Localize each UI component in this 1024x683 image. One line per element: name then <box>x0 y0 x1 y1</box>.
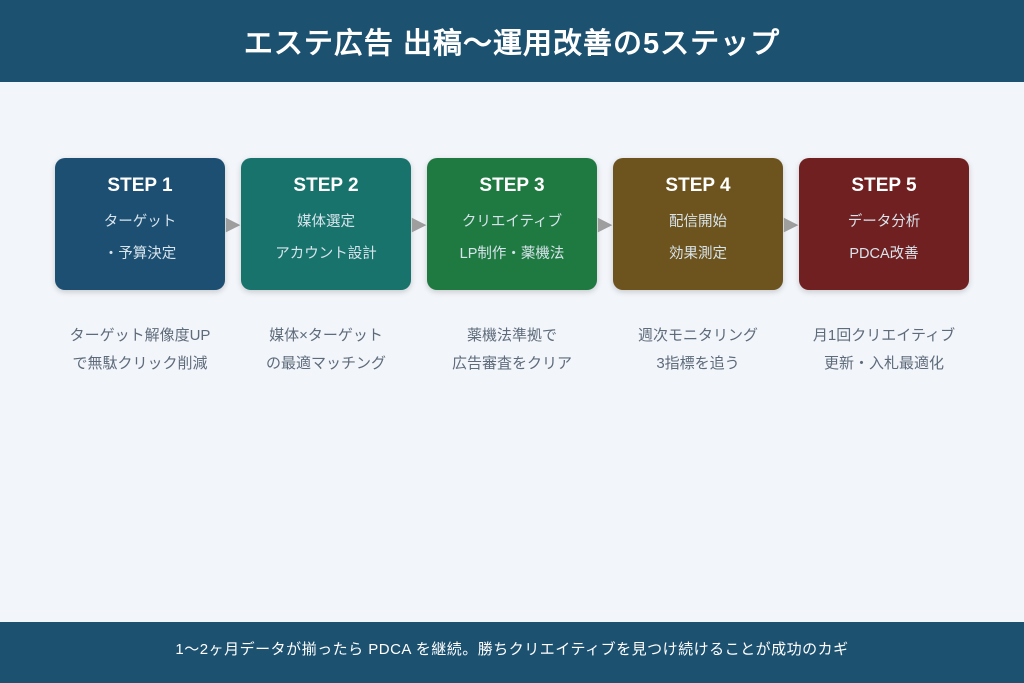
note-line-1: 媒体×ターゲット <box>269 327 383 344</box>
note-line-1: 月1回クリエイティブ <box>812 327 956 344</box>
step-note-1: ターゲット解像度UP で無駄クリック削減 <box>55 322 225 378</box>
step-line-1: ターゲット <box>103 214 177 230</box>
step-box-3: STEP 3 クリエイティブ LP制作・薬機法 <box>427 158 597 290</box>
note-line-1: ターゲット解像度UP <box>69 327 211 344</box>
step-line-1: 配信開始 <box>669 214 727 230</box>
step-line-2: ・予算決定 <box>103 246 177 262</box>
note-line-2: で無駄クリック削減 <box>72 355 208 372</box>
note-line-1: 薬機法準拠で <box>466 327 557 344</box>
spacer <box>597 322 613 378</box>
footer-bar: 1〜2ヶ月データが揃ったら PDCA を継続。勝ちクリエイティブを見つけ続けるこ… <box>0 622 1024 683</box>
note-line-2: 3指標を追う <box>656 355 740 372</box>
step-box-2: STEP 2 媒体選定 アカウント設計 <box>241 158 411 290</box>
step-line-1: 媒体選定 <box>297 214 355 230</box>
page-title: エステ広告 出稿〜運用改善の5ステップ <box>243 28 781 60</box>
step-label: STEP 1 <box>107 175 173 196</box>
step-note-3: 薬機法準拠で 広告審査をクリア <box>427 322 597 378</box>
step-line-2: LP制作・薬機法 <box>459 246 565 262</box>
spacer <box>783 322 799 378</box>
spacer <box>411 322 427 378</box>
arrow-right-icon: ▶ <box>597 213 613 235</box>
step-line-1: データ分析 <box>847 214 921 230</box>
step-line-2: アカウント設計 <box>275 246 377 262</box>
step-box-4: STEP 4 配信開始 効果測定 <box>613 158 783 290</box>
step-box-1: STEP 1 ターゲット ・予算決定 <box>55 158 225 290</box>
note-line-2: 広告審査をクリア <box>451 355 572 372</box>
step-line-2: 効果測定 <box>669 246 727 262</box>
step-box-5: STEP 5 データ分析 PDCA改善 <box>799 158 969 290</box>
note-line-2: の最適マッチング <box>265 355 386 372</box>
step-note-4: 週次モニタリング 3指標を追う <box>613 322 783 378</box>
arrow-right-icon: ▶ <box>225 213 241 235</box>
step-note-5: 月1回クリエイティブ 更新・入札最適化 <box>799 322 969 378</box>
arrow-right-icon: ▶ <box>783 213 799 235</box>
step-line-2: PDCA改善 <box>849 246 919 262</box>
spacer <box>225 322 241 378</box>
arrow-right-icon: ▶ <box>411 213 427 235</box>
notes-row: ターゲット解像度UP で無駄クリック削減 媒体×ターゲット の最適マッチング 薬… <box>55 322 969 378</box>
steps-row: STEP 1 ターゲット ・予算決定 ▶ STEP 2 媒体選定 アカウント設計… <box>55 158 969 290</box>
header-bar: エステ広告 出稿〜運用改善の5ステップ <box>0 0 1024 82</box>
step-label: STEP 5 <box>851 175 917 196</box>
step-label: STEP 4 <box>665 175 731 196</box>
step-line-1: クリエイティブ <box>461 214 563 230</box>
note-line-1: 週次モニタリング <box>637 327 758 344</box>
step-note-2: 媒体×ターゲット の最適マッチング <box>241 322 411 378</box>
step-label: STEP 3 <box>479 175 545 196</box>
note-line-2: 更新・入札最適化 <box>823 355 944 372</box>
footer-note: 1〜2ヶ月データが揃ったら PDCA を継続。勝ちクリエイティブを見つけ続けるこ… <box>175 641 849 658</box>
step-label: STEP 2 <box>293 175 359 196</box>
